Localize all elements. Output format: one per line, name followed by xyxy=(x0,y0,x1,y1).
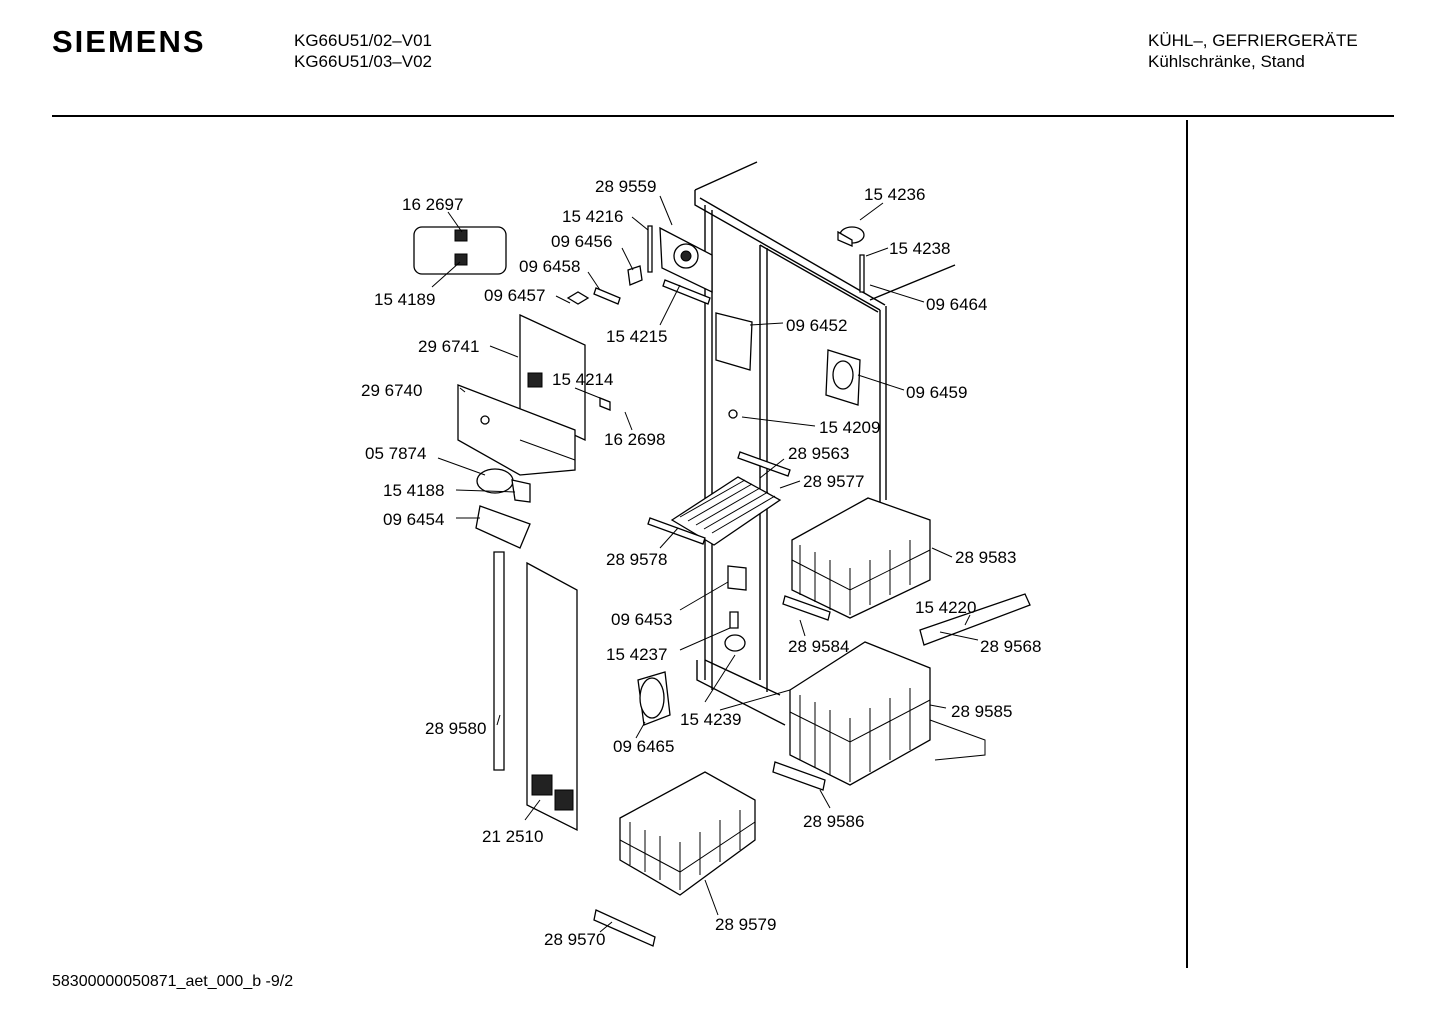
part-number-label: 09 6457 xyxy=(484,286,545,305)
part-number-label: 09 6453 xyxy=(611,610,672,629)
part-number-label: 28 9578 xyxy=(606,550,667,569)
part-number-label: 15 4216 xyxy=(562,207,623,226)
part-number-label: 09 6454 xyxy=(383,510,444,529)
part-number-label: 15 4220 xyxy=(915,598,976,617)
part-number-label: 28 9563 xyxy=(788,444,849,463)
part-number-label: 28 9577 xyxy=(803,472,864,491)
part-number-label: 15 4189 xyxy=(374,290,435,309)
evaporator-cover xyxy=(457,313,611,476)
part-number-label: 28 9584 xyxy=(788,637,849,656)
part-number-label: 09 6459 xyxy=(906,383,967,402)
part-number-label: 29 6740 xyxy=(361,381,422,400)
shelf-rack xyxy=(647,451,791,546)
part-number-label: 09 6456 xyxy=(551,232,612,251)
leader-lines xyxy=(431,195,979,933)
part-number-label: 28 9585 xyxy=(951,702,1012,721)
side-divider xyxy=(1186,120,1188,968)
fan-bracket xyxy=(566,225,713,305)
light-switch-box xyxy=(413,226,507,275)
part-callouts: 16 2697 15 4189 28 9559 15 4216 09 6456 09 64… xyxy=(361,177,1041,949)
control-knobs xyxy=(637,312,861,726)
part-number-label: 28 9559 xyxy=(595,177,656,196)
side-panels xyxy=(493,551,578,832)
part-number-label: 15 4238 xyxy=(889,239,950,258)
part-number-label: 28 9586 xyxy=(803,812,864,831)
header-divider xyxy=(52,115,1394,117)
part-number-label: 09 6464 xyxy=(926,295,987,314)
part-number-label: 28 9570 xyxy=(544,930,605,949)
part-number-label: 21 2510 xyxy=(482,827,543,846)
model-numbers: KG66U51/02–V01 KG66U51/03–V02 xyxy=(294,30,432,72)
valve-parts xyxy=(837,226,865,293)
part-number-label: 16 2698 xyxy=(604,430,665,449)
model-line-1: KG66U51/02–V01 xyxy=(294,31,432,50)
part-number-label: 15 4237 xyxy=(606,645,667,664)
category-line-2: Kühlschränke, Stand xyxy=(1148,52,1305,71)
part-number-label: 28 9568 xyxy=(980,637,1041,656)
part-number-label: 15 4188 xyxy=(383,481,444,500)
document-id: 58300000050871_aet_000_b -9/2 xyxy=(52,973,294,990)
part-number-label: 16 2697 xyxy=(402,195,463,214)
part-number-label: 15 4209 xyxy=(819,418,880,437)
part-number-label: 09 6452 xyxy=(786,316,847,335)
part-number-label: 15 4214 xyxy=(552,370,613,389)
part-number-label: 09 6465 xyxy=(613,737,674,756)
product-category: KÜHL–, GEFRIERGERÄTE Kühlschränke, Stand xyxy=(1148,30,1358,72)
part-number-label: 29 6741 xyxy=(418,337,479,356)
brand-logo: SIEMENS xyxy=(52,24,206,59)
category-line-1: KÜHL–, GEFRIERGERÄTE xyxy=(1148,31,1358,50)
part-number-label: 15 4239 xyxy=(680,710,741,729)
lamp-parts xyxy=(475,468,531,549)
part-number-label: 05 7874 xyxy=(365,444,426,463)
model-line-2: KG66U51/03–V02 xyxy=(294,52,432,71)
part-number-label: 15 4236 xyxy=(864,185,925,204)
part-number-label: 28 9580 xyxy=(425,719,486,738)
freezer-baskets xyxy=(593,497,1031,947)
part-number-label: 28 9583 xyxy=(955,548,1016,567)
part-number-label: 28 9579 xyxy=(715,915,776,934)
part-number-label: 15 4215 xyxy=(606,327,667,346)
part-number-label: 09 6458 xyxy=(519,257,580,276)
